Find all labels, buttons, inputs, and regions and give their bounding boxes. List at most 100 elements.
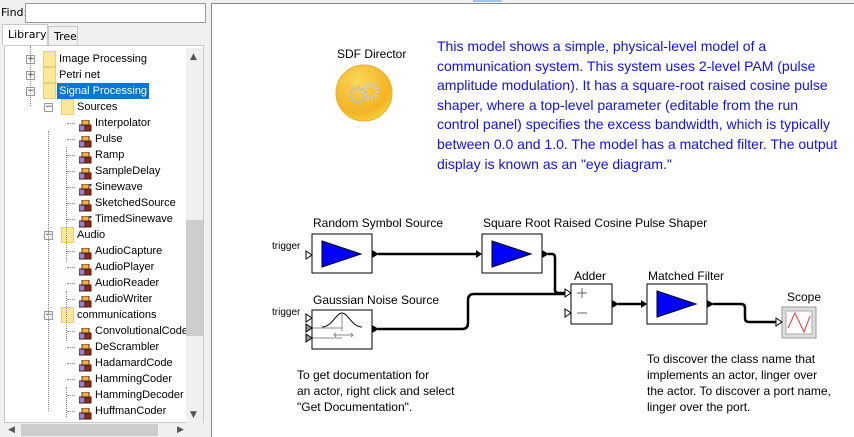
tree-connector (67, 171, 75, 172)
composite-actor-icon (78, 181, 92, 196)
tree-connector (67, 203, 75, 204)
library-tree[interactable]: +Image Processing+Petri net−Signal Proce… (4, 45, 204, 423)
actor-icon (78, 165, 92, 180)
tree-item[interactable]: Ramp (95, 149, 125, 161)
tree-item[interactable]: Pulse (95, 133, 123, 145)
random-symbol-source-label: Random Symbol Source (313, 216, 444, 230)
scroll-left-icon[interactable]: ◀ (8, 425, 15, 435)
tree-item[interactable]: AudioReader (95, 277, 160, 289)
tree-item[interactable]: HammingCoder (95, 373, 173, 385)
composite-actor-icon (78, 213, 92, 228)
tree-connector (67, 139, 75, 140)
tree-item[interactable]: HadamardCode (95, 357, 173, 369)
actor-icon (78, 341, 92, 356)
folder-icon (43, 83, 56, 99)
folder-icon (43, 67, 56, 83)
documentation-note: To get documentation for an actor, right… (297, 368, 455, 414)
tree-connector (67, 395, 75, 396)
actor-icon (78, 197, 92, 212)
tree-item[interactable]: AudioCapture (95, 245, 163, 257)
tree-item[interactable]: SketchedSource (95, 197, 176, 209)
tree-guide-line (66, 387, 67, 417)
tree-connector (67, 219, 75, 220)
folder-icon (61, 227, 74, 243)
tree-connector (67, 363, 75, 364)
tree-item[interactable]: AudioWriter (95, 293, 153, 305)
scroll-up-icon[interactable]: ▲ (190, 52, 197, 62)
folder-icon (43, 51, 56, 67)
class-name-note: To discover the class name that implemen… (647, 352, 831, 414)
tree-connector (67, 123, 75, 124)
actor-icon (78, 405, 92, 420)
tree-item[interactable]: SampleDelay (95, 165, 161, 177)
tree-connector (67, 411, 75, 412)
tree-item[interactable]: communications (77, 309, 157, 321)
tree-connector (67, 379, 75, 380)
actor-icon (78, 245, 92, 260)
scope-label: Scope (787, 290, 822, 304)
tree-item[interactable]: Sources (77, 101, 118, 113)
tree-item[interactable]: DeScrambler (95, 341, 160, 353)
tree-item[interactable]: ConvolutionalCoder (95, 325, 186, 337)
tree-connector (67, 283, 75, 284)
tree-item[interactable]: Image Processing (59, 53, 148, 65)
model-canvas[interactable] (211, 3, 854, 437)
actor-icon (78, 149, 92, 164)
pulse-shaper-label: Square Root Raised Cosine Pulse Shaper (483, 216, 708, 230)
tree-item[interactable]: Audio (77, 229, 106, 241)
tree-guide-line (48, 131, 49, 411)
actor-icon (78, 133, 92, 148)
folder-icon (61, 307, 74, 323)
gaussian-noise-source-label: Gaussian Noise Source (313, 293, 440, 307)
tree-item[interactable]: HuffmanCoder (95, 405, 167, 417)
director-label: SDF Director (337, 47, 407, 61)
folder-icon (61, 99, 74, 115)
find-input[interactable] (25, 3, 206, 23)
tree-connector (67, 251, 75, 252)
model-description: This model shows a simple, physical-leve… (437, 38, 838, 172)
tree-item[interactable]: Petri net (59, 69, 100, 81)
tree-connector (67, 331, 75, 332)
horizontal-scroll-thumb[interactable] (21, 424, 158, 436)
tree-item[interactable]: AudioPlayer (95, 261, 155, 273)
adder-label: Adder (574, 269, 607, 283)
tree-viewport: +Image Processing+Petri net−Signal Proce… (5, 46, 186, 422)
tree-guide-line (66, 291, 67, 341)
gaussian-noise-source (305, 309, 379, 350)
toolbar-indicator (473, 0, 502, 2)
tree-guide-line (66, 147, 67, 262)
actor-icon (78, 117, 92, 132)
matched-filter-label: Matched Filter (648, 269, 725, 283)
collapse-icon[interactable]: − (44, 102, 53, 112)
find-label: Find: (1, 6, 28, 19)
tree-item[interactable]: Sinewave (95, 181, 143, 193)
tab-tree[interactable]: Tree (48, 26, 78, 45)
actor-icon (78, 293, 92, 308)
sdf-director-icon[interactable] (334, 63, 394, 123)
trigger-port-label: trigger (272, 307, 301, 318)
random-symbol-source (305, 233, 379, 274)
tree-item[interactable]: Interpolator (95, 117, 151, 129)
tree-connector (67, 155, 75, 156)
actor-icon (78, 325, 92, 340)
adder (564, 283, 619, 325)
tree-connector (67, 187, 75, 188)
pulse-shaper (476, 233, 549, 274)
tree-item[interactable]: HammingDecoder (95, 389, 184, 401)
matched-filter (641, 283, 714, 325)
scroll-right-icon[interactable]: ▶ (177, 425, 184, 435)
actor-icon (78, 277, 92, 292)
scope (775, 306, 817, 339)
vertical-scroll-thumb[interactable] (186, 220, 203, 336)
tree-connector (67, 299, 75, 300)
tree-guide-line (30, 46, 31, 106)
trigger-port-label: trigger (272, 241, 301, 252)
actor-icon (78, 373, 92, 388)
tab-library[interactable]: Library (2, 24, 48, 45)
scroll-down-icon[interactable]: ▼ (190, 410, 197, 420)
actor-icon (78, 389, 92, 404)
tree-item[interactable]: Signal Processing (57, 83, 150, 99)
actor-icon (78, 261, 92, 276)
tree-item[interactable]: TimedSinewave (95, 213, 173, 225)
tree-connector (67, 267, 75, 268)
